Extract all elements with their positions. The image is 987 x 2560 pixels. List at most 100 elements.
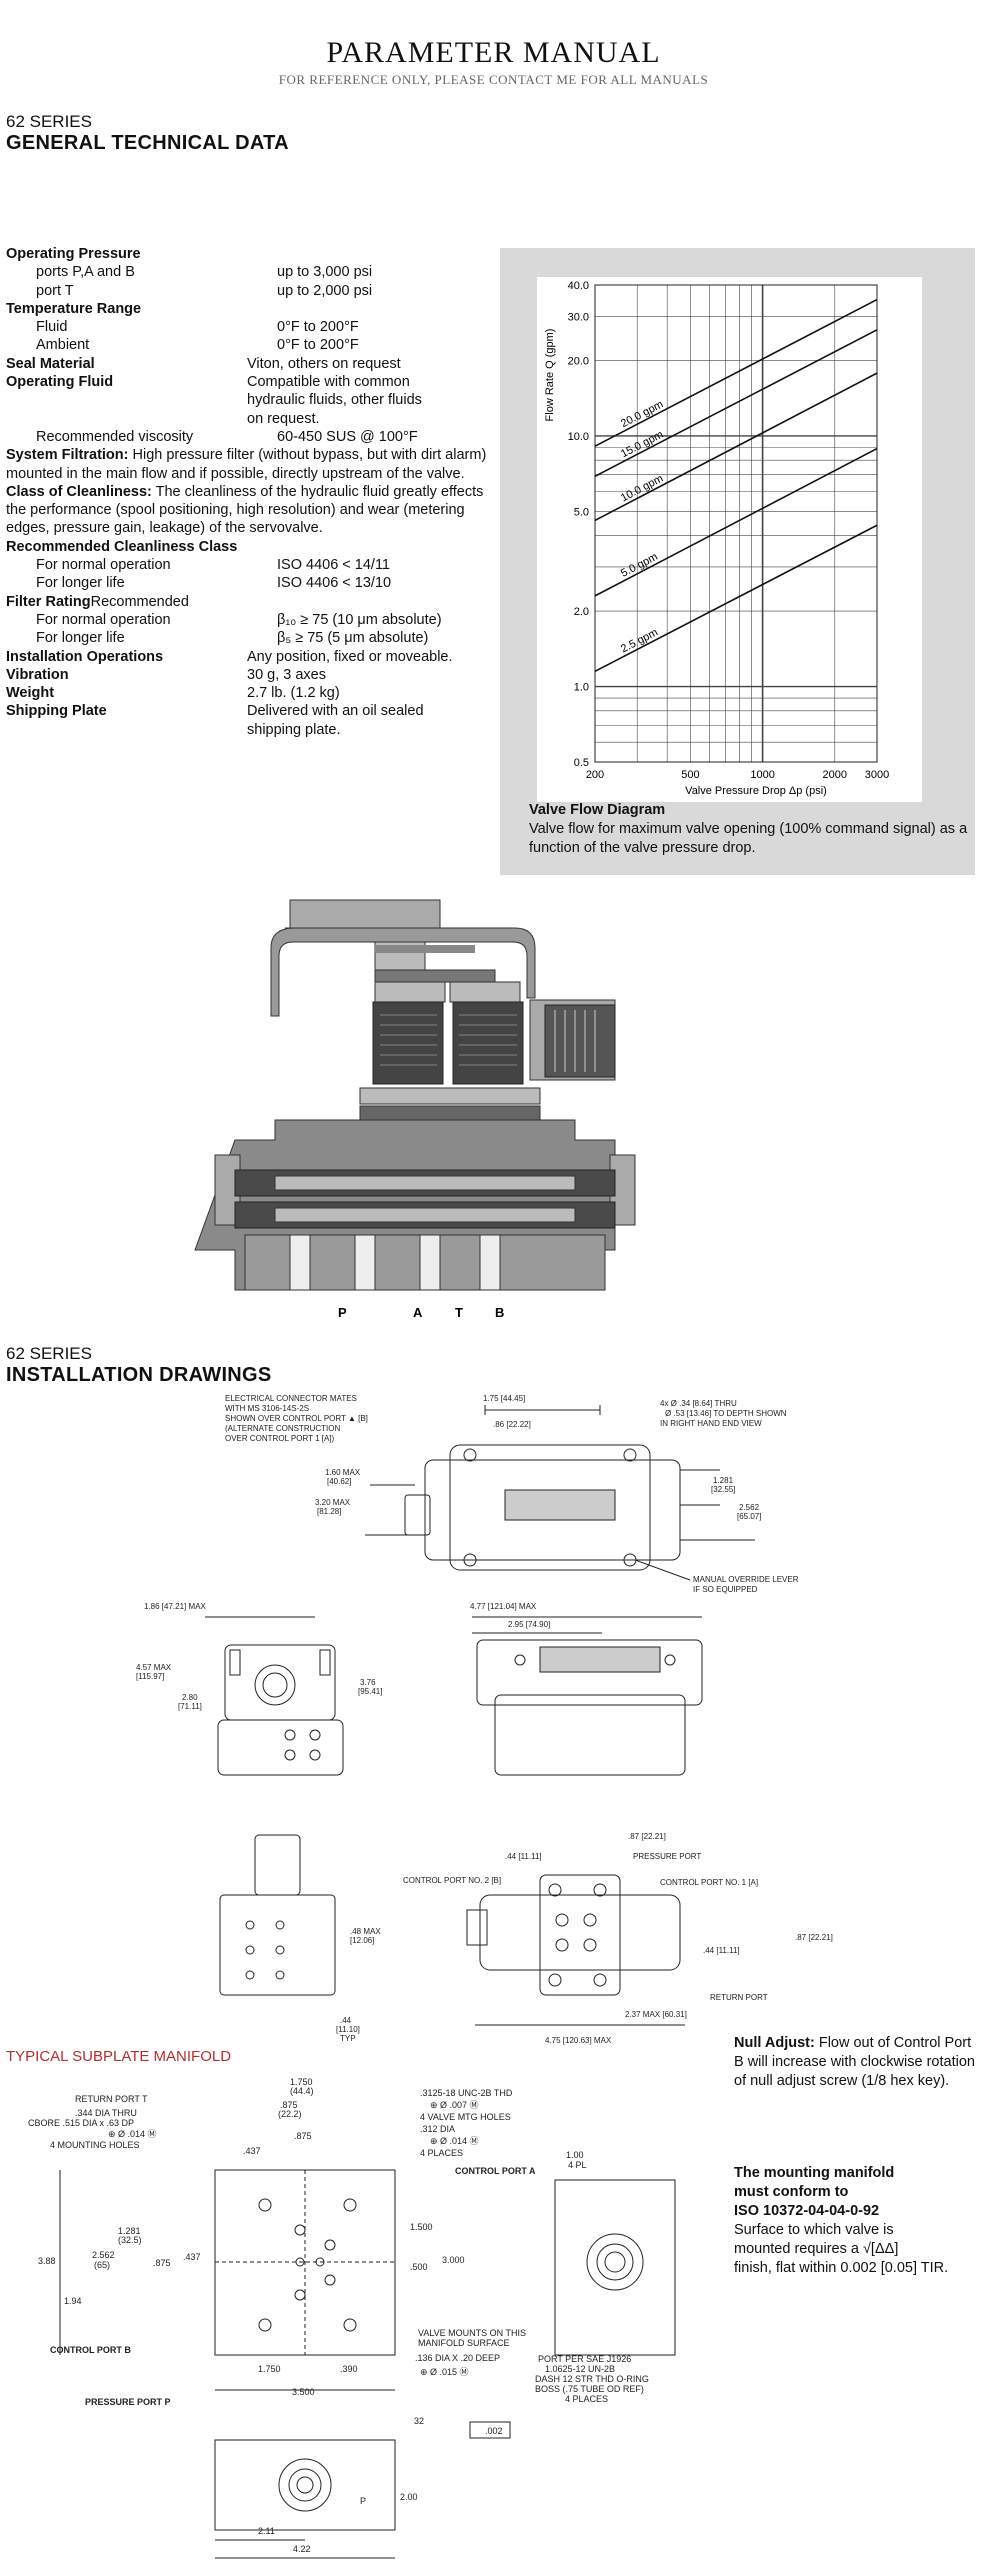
conn-note-2: WITH MS 3106-14S-2S xyxy=(225,1404,309,1413)
lever-note-2: IF SO EQUIPPED xyxy=(693,1585,758,1594)
specs2-value: 30 g, 3 axes xyxy=(247,666,326,683)
caption-title: Valve Flow Diagram xyxy=(529,802,666,818)
dim-2-562-mm: [65.07] xyxy=(737,1512,761,1521)
specs-value: on request. xyxy=(247,410,320,427)
dim-typ: TYP xyxy=(340,2034,356,2043)
x-tick-label: 3000 xyxy=(865,769,889,781)
series-line xyxy=(594,524,878,673)
series-label: 62 SERIES xyxy=(6,112,92,131)
null-adjust-lead: Null Adjust: xyxy=(734,2035,815,2051)
y-tick-label: 2.0 xyxy=(574,606,589,618)
dim-2-80: 2.80 xyxy=(182,1693,198,1702)
spec-paragraph: Class of Cleanliness: The cleanliness of… xyxy=(6,483,496,538)
dim-1-94: 1.94 xyxy=(64,2296,82,2306)
dim-1-60-mm: [40.62] xyxy=(327,1477,351,1486)
dim-2-95: 2.95 [74.90] xyxy=(508,1620,550,1629)
dim-0-390: .390 xyxy=(340,2364,358,2374)
dim-3-000: 3.000 xyxy=(442,2255,465,2265)
specs-value: hydraulic fluids, other fluids xyxy=(247,392,422,409)
dim-0-44-mm: [11.10] xyxy=(336,2025,360,2034)
sae-port-2: 1.0625-12 UN-2B xyxy=(545,2364,615,2374)
dim-1-750-top: 1.750 xyxy=(290,2077,313,2087)
dim-3-20: 3.20 MAX xyxy=(315,1498,351,1507)
specs-value xyxy=(247,245,496,263)
dim-0-875-b: .875 xyxy=(294,2131,312,2141)
specs2-key: For longer life xyxy=(36,630,125,647)
valve-cutaway: P A T B xyxy=(194,899,636,1320)
specs-row: Seal Material Viton, others on request xyxy=(6,355,496,373)
specs2-value: ISO 4406 < 13/10 xyxy=(277,575,392,592)
specs2-key-suffix: Recommended xyxy=(90,593,189,610)
dim-0-875-c: .875 xyxy=(153,2258,171,2268)
specs2-key xyxy=(6,721,247,739)
hole-tol-label: ⊕ Ø .014 Ⓜ xyxy=(108,2129,157,2139)
subplate-title: TYPICAL SUBPLATE MANIFOLD xyxy=(6,2048,232,2065)
dim-0-87-top: .87 [22.21] xyxy=(628,1832,666,1841)
sae-port-5: 4 PLACES xyxy=(565,2394,608,2404)
specs2-value: Any position, fixed or moveable. xyxy=(247,648,453,665)
specs-key: Ambient xyxy=(36,337,90,354)
specs-key: Operating Fluid xyxy=(6,374,114,391)
dim-0-875-a: .875 xyxy=(280,2100,298,2110)
specs2-row: Filter Rating Recommended xyxy=(6,593,496,611)
specs-value: 0°F to 200°F xyxy=(277,319,359,336)
specs-row: Operating Pressure xyxy=(6,245,496,263)
specs2-row: shipping plate. xyxy=(6,721,496,739)
y-tick-label: 0.5 xyxy=(574,757,589,769)
specs-row: on request. xyxy=(6,410,496,428)
specs-value: up to 2,000 psi xyxy=(277,282,373,299)
hole-dia-label: .344 DIA THRU xyxy=(75,2108,137,2118)
specs2-value: Delivered with an oil sealed xyxy=(247,703,424,720)
x-tick-label: 2000 xyxy=(823,769,847,781)
x-axis-label: Valve Pressure Drop Δp (psi) xyxy=(685,785,827,797)
dim-3-76-mm: [95.41] xyxy=(358,1687,382,1696)
dim-3-20-mm: [81.28] xyxy=(317,1507,341,1516)
valve-mount-note-1: VALVE MOUNTS ON THIS xyxy=(418,2328,526,2338)
dim-0-48-mm: [12.06] xyxy=(350,1936,374,1945)
specs-key: Seal Material xyxy=(6,355,95,372)
specs2-key: For normal operation xyxy=(36,557,171,574)
dim-0-500: .500 xyxy=(410,2262,428,2272)
specs-value: Viton, others on request xyxy=(247,355,401,372)
dim-0-44-top: .44 [11.11] xyxy=(505,1852,542,1861)
spec-paragraph: System Filtration: High pressure filter … xyxy=(6,446,496,483)
dim-2-562: 2.562 xyxy=(92,2250,115,2260)
dim-1-60: 1.60 MAX xyxy=(325,1468,361,1477)
dim-1-281-mm: [32.55] xyxy=(711,1485,735,1494)
specs2-row: For longer life ISO 4406 < 13/10 xyxy=(6,574,496,592)
y-tick-label: 1.0 xyxy=(574,682,589,694)
y-tick-label: 30.0 xyxy=(568,311,589,323)
specs-key: port T xyxy=(36,282,74,299)
flow-caption: Valve Flow Diagram Valve flow for maximu… xyxy=(529,801,969,858)
dim-1-281: 1.281 xyxy=(118,2226,141,2236)
y-tick-label: 5.0 xyxy=(574,506,589,518)
series-label: 10.0 gpm xyxy=(619,472,665,504)
specs-key: ports P,A and B xyxy=(36,264,135,281)
y-tick-label: 20.0 xyxy=(568,355,589,367)
control-port-1-label: CONTROL PORT NO. 1 [A] xyxy=(660,1878,758,1887)
specs2-key: Recommended Cleanliness Class xyxy=(6,538,238,555)
specs-key: Fluid xyxy=(36,319,68,336)
dim-2-11: 2.11 xyxy=(258,2526,275,2536)
specs2-key: For longer life xyxy=(36,575,125,592)
install-heading: INSTALLATION DRAWINGS xyxy=(6,1364,272,1386)
dim-32-5: (32.5) xyxy=(118,2235,142,2245)
mounting-line-1: The mounting manifold xyxy=(734,2165,895,2181)
dim-1-750-bot: 1.750 xyxy=(258,2364,281,2374)
mounting-line-4: Surface to which valve is xyxy=(734,2222,894,2238)
specs-key xyxy=(6,410,247,428)
conn-note-4: (ALTERNATE CONSTRUCTION xyxy=(225,1424,340,1433)
dowel-dia: .136 DIA X .20 DEEP xyxy=(415,2353,500,2363)
dim-3-500: 3.500 xyxy=(292,2387,315,2397)
thread-label: .3125-18 UNC-2B THD xyxy=(420,2088,513,2098)
conn-note-3: SHOWN OVER CONTROL PORT ▲ [B] xyxy=(225,1414,368,1423)
pressure-port-p-label: PRESSURE PORT P xyxy=(85,2397,171,2407)
